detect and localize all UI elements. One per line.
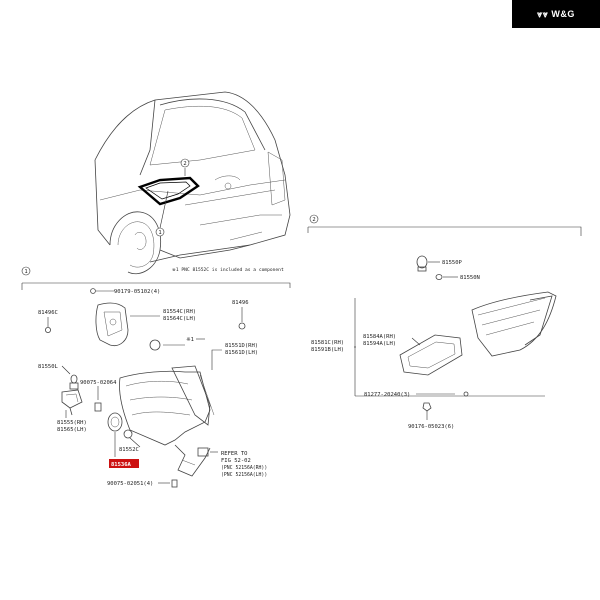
- car-outline: [94, 91, 291, 275]
- ring-gasket: [149, 339, 161, 351]
- bulb-81550l: [69, 374, 79, 390]
- label-star: ※1: [186, 336, 194, 343]
- label-81536a: 81536A: [111, 462, 132, 468]
- lamp-lens-81551d: [119, 365, 215, 446]
- clip-81496: [238, 322, 246, 330]
- label-81554c: 81554C(RH): [163, 309, 196, 315]
- svg-text:2: 2: [183, 161, 186, 167]
- label-refer: REFER TO: [221, 451, 248, 457]
- label-81561d: 81561D(LH): [225, 350, 258, 356]
- label-81594a: 81594A(LH): [363, 341, 396, 347]
- section-2-marker: 2: [312, 217, 315, 223]
- label-81551d: 81551D(RH): [225, 343, 258, 349]
- socket-round: [107, 412, 123, 432]
- label-ref-fig: FIG 52-02: [221, 458, 251, 464]
- label-81550n: 81550N: [460, 275, 480, 281]
- brand-name: W&G: [551, 9, 575, 19]
- bulb-81550n: [435, 274, 443, 280]
- svg-text:1: 1: [158, 230, 161, 236]
- ring-81552c: [123, 429, 133, 439]
- label-90075a: 90075-02064: [80, 380, 117, 386]
- wire-harness: [174, 444, 211, 477]
- bulb-81550p: [416, 255, 428, 272]
- section-1-marker: 1: [24, 269, 27, 275]
- label-81277: 81277-20240(3): [364, 392, 410, 398]
- clip-81496c: [45, 326, 52, 333]
- label-81581c: 81581C(RH): [311, 340, 344, 346]
- section-1-frame: 1: [21, 266, 291, 290]
- screw-90075a: [94, 402, 102, 412]
- label-81564c: 81564C(LH): [163, 316, 196, 322]
- clip-81277: [463, 391, 469, 397]
- bracket-81554c: [95, 302, 129, 347]
- label-90075b: 90075-02051(4): [107, 481, 153, 487]
- label-ref-rh: (PNC 52156A(RH)): [221, 465, 267, 471]
- label-81496c: 81496C: [38, 310, 58, 316]
- label-90176: 90176-05023(6): [408, 424, 454, 430]
- car-callout-2: 2: [180, 158, 190, 168]
- label-81550l: 81550L: [38, 364, 59, 370]
- label-81550p: 81550P: [442, 260, 463, 266]
- screw-90075b: [171, 479, 178, 488]
- label-81565: 81565(LH): [57, 427, 87, 433]
- label-90179: 90179-05102(4): [114, 289, 160, 295]
- gasket-81584a: [399, 334, 463, 376]
- label-81591b: 81591B(LH): [311, 347, 344, 353]
- section-2-frame: 2: [307, 214, 582, 397]
- nut-90176: [422, 402, 432, 412]
- brand-mark: ⩔⩔: [537, 8, 549, 19]
- component-note: ※1 PNC 81552C is included as a component: [172, 267, 284, 273]
- brand-badge: ⩔⩔ W&G: [512, 0, 600, 28]
- car-callout-1: 1: [155, 227, 165, 237]
- label-81552c: 81552C: [119, 447, 139, 453]
- label-81584a: 81584A(RH): [363, 334, 396, 340]
- lamp-inner-81581c: [471, 291, 557, 357]
- label-ref-lh: (PNC 52156A(LH)): [221, 472, 267, 478]
- label-81555: 81555(RH): [57, 420, 87, 426]
- highlight-81536a: [109, 459, 139, 468]
- screw-90179: [90, 288, 115, 294]
- label-81496: 81496: [232, 300, 249, 306]
- socket-81555: [61, 389, 83, 416]
